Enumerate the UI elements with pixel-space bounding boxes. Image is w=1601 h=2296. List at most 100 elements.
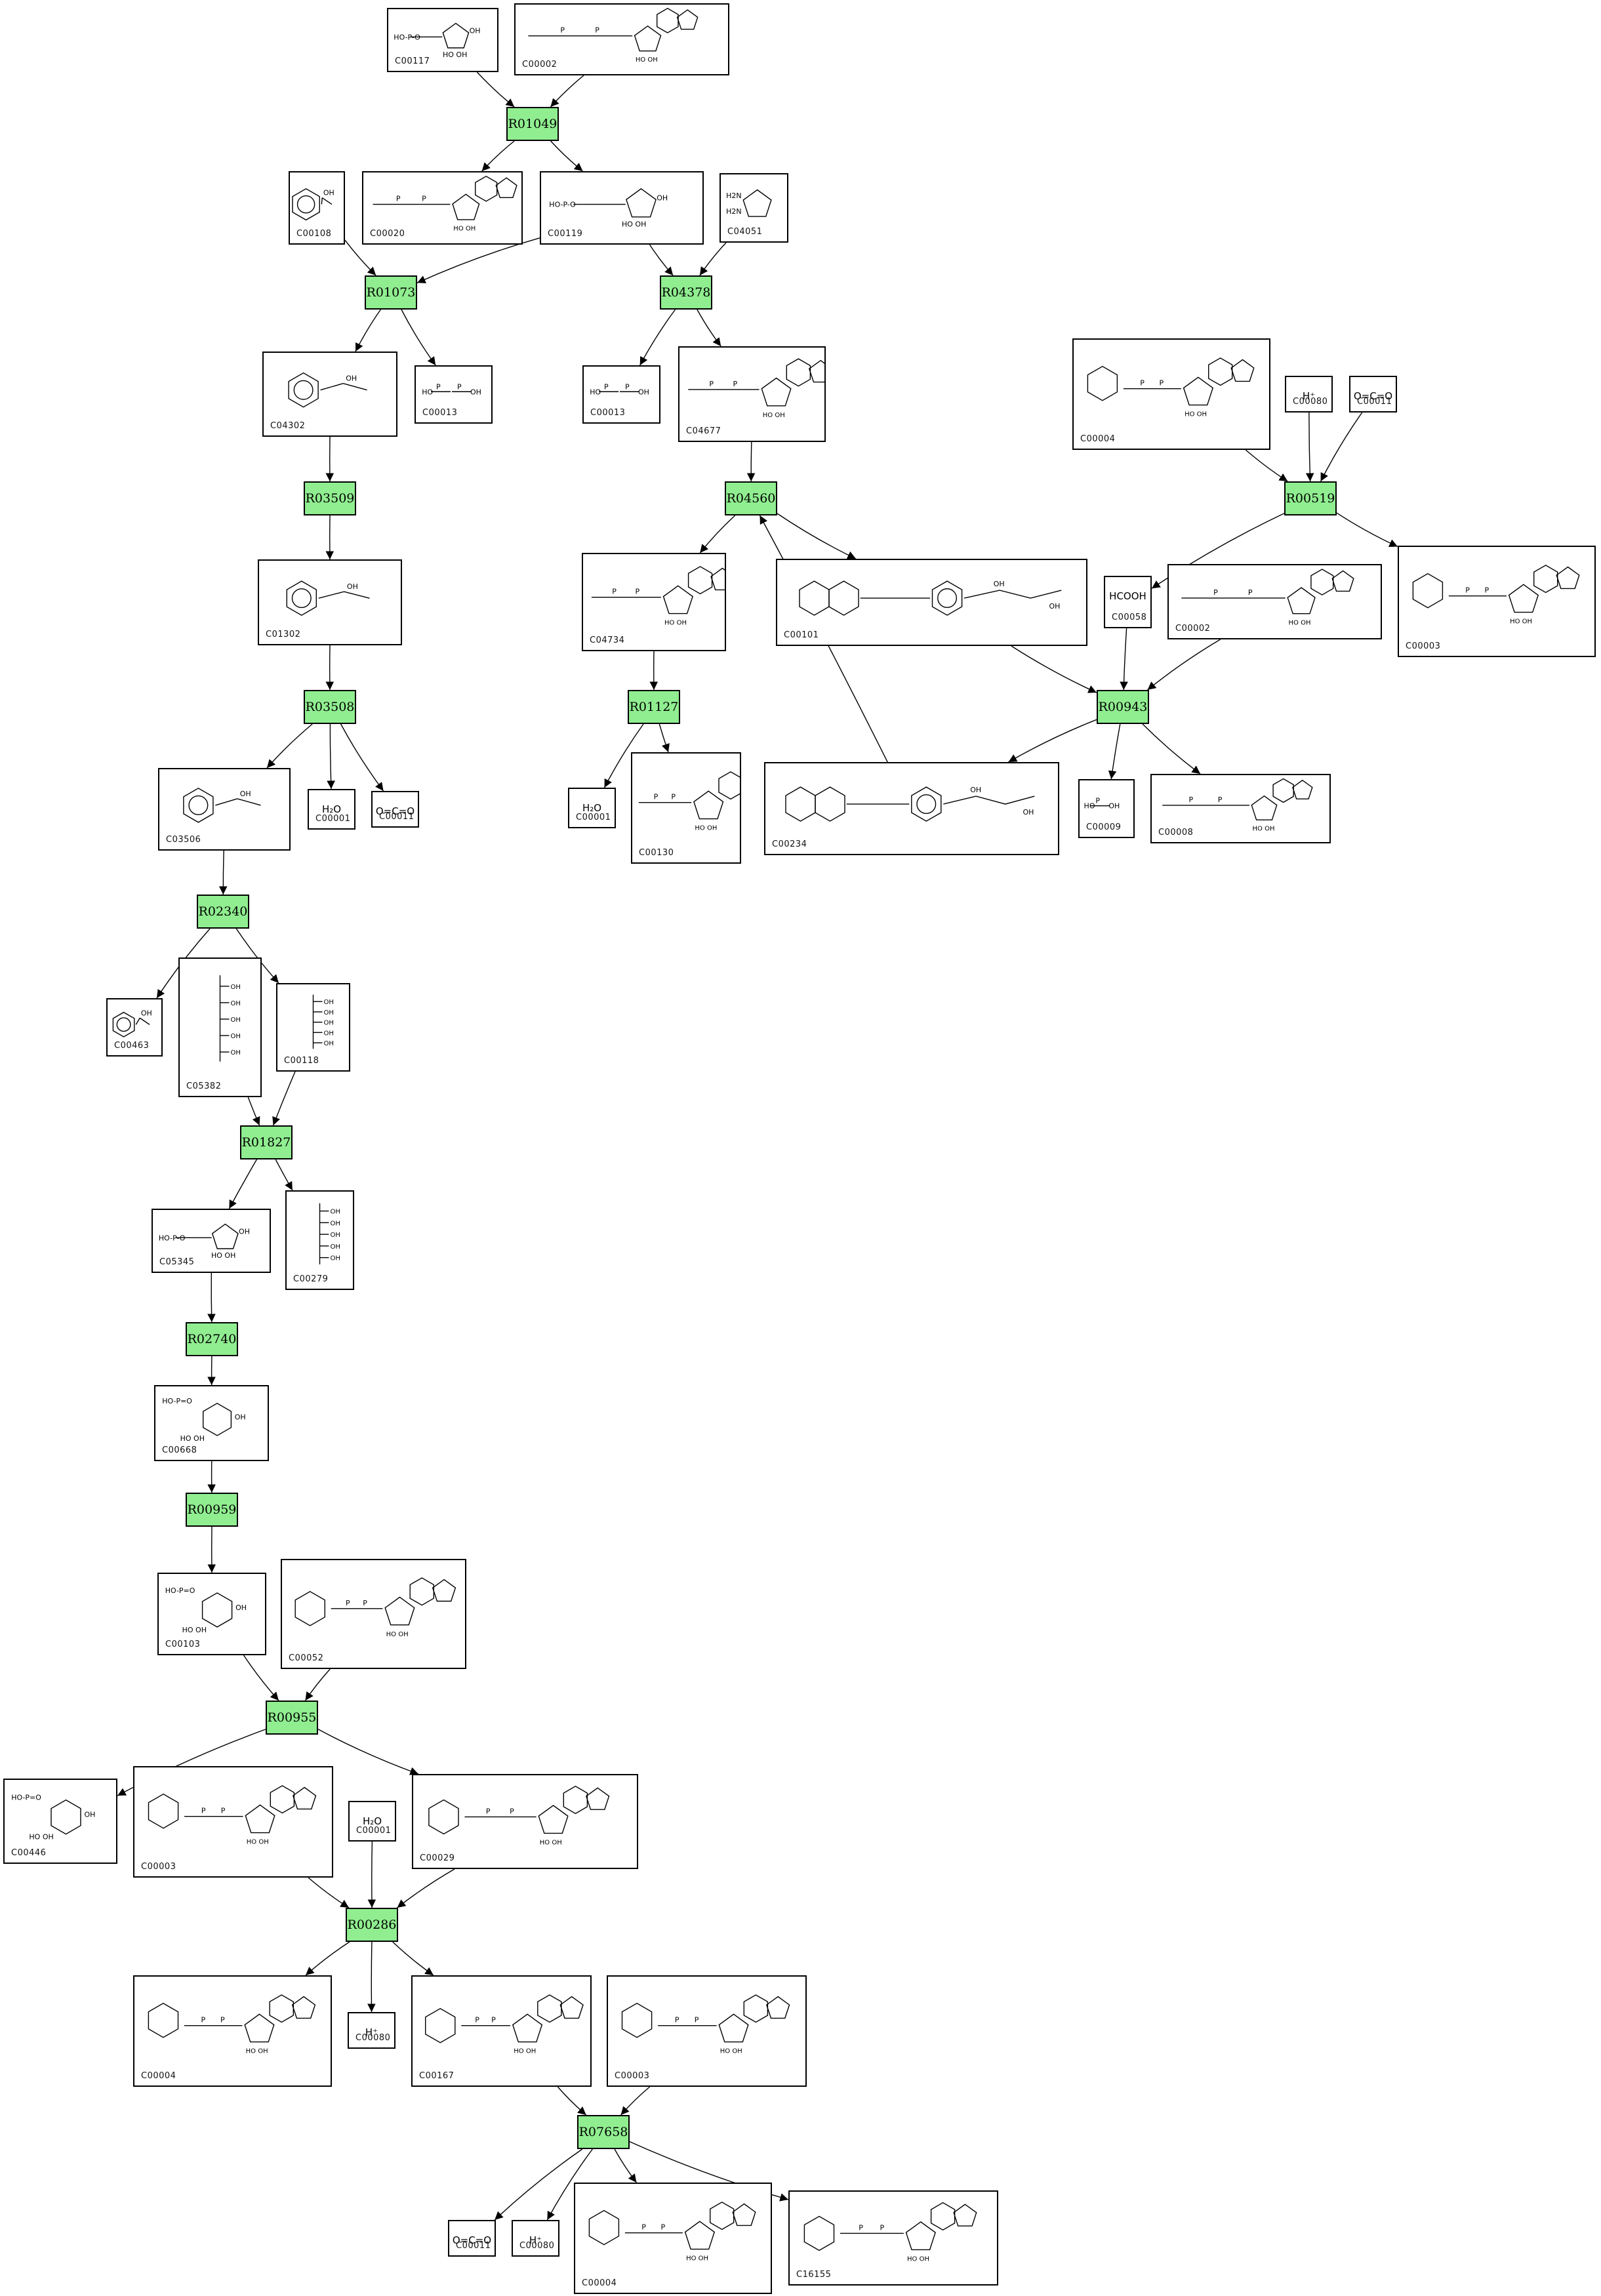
svg-text:P: P [1218, 796, 1223, 804]
reaction-R07658[interactable]: R07658 [577, 2115, 630, 2149]
compound-C00080[interactable]: H⁺C00080 [1285, 376, 1333, 413]
compound-id: C04302 [270, 421, 306, 431]
svg-text:P: P [625, 382, 630, 391]
compound-formula: H⁺ [1302, 390, 1316, 402]
svg-text:P: P [859, 2223, 863, 2232]
svg-text:OH: OH [470, 388, 481, 396]
svg-text:P: P [457, 382, 462, 391]
compound-id: C00463 [114, 1041, 150, 1051]
reaction-R02340[interactable]: R02340 [197, 895, 249, 929]
svg-text:OH: OH [331, 1232, 340, 1239]
reaction-R00955[interactable]: R00955 [266, 1701, 318, 1735]
svg-text:OH: OH [1049, 602, 1060, 611]
svg-text:P: P [201, 1807, 206, 1815]
reaction-R01127[interactable]: R01127 [628, 690, 680, 724]
reaction-R00519[interactable]: R00519 [1284, 481, 1337, 515]
svg-text:P: P [612, 588, 617, 596]
edge-c10-r5 [746, 441, 756, 482]
svg-text:P: P [675, 2016, 679, 2024]
reaction-R01073[interactable]: R01073 [365, 275, 417, 310]
compound-C00080[interactable]: H⁺C00080 [348, 2012, 395, 2049]
compound-id: C00080 [1293, 397, 1328, 407]
svg-text:HO OH: HO OH [636, 56, 658, 64]
compound-id: C00108 [296, 229, 332, 239]
edge-r16-c45 [546, 2148, 593, 2221]
svg-text:P: P [560, 26, 565, 35]
reaction-R00286[interactable]: R00286 [346, 1908, 398, 1942]
compound-C00080[interactable]: H⁺C00080 [512, 2220, 559, 2257]
reaction-R03509[interactable]: R03509 [304, 481, 356, 515]
compound-id: C00668 [162, 1445, 197, 1455]
svg-text:OH: OH [231, 1017, 241, 1024]
svg-text:HO OH: HO OH [247, 1839, 269, 1846]
compound-id: C00003 [615, 2071, 650, 2081]
reaction-R00959[interactable]: R00959 [186, 1493, 238, 1527]
svg-text:HO OH: HO OH [695, 825, 717, 832]
reaction-R02740[interactable]: R02740 [186, 1322, 238, 1356]
compound-id: C00013 [422, 408, 458, 418]
reaction-R00943[interactable]: R00943 [1097, 690, 1149, 724]
svg-text:HO: HO [590, 388, 601, 396]
svg-text:P: P [201, 2016, 205, 2024]
svg-text:OH: OH [994, 580, 1005, 588]
reaction-R04378[interactable]: R04378 [660, 275, 712, 310]
reaction-R01827[interactable]: R01827 [240, 1125, 293, 1159]
compound-id: C00008 [1158, 828, 1194, 837]
svg-text:P: P [1160, 379, 1164, 388]
reaction-R01049[interactable]: R01049 [506, 107, 559, 141]
svg-text:P: P [604, 382, 609, 391]
edge-r11-c31 [228, 1159, 258, 1209]
reaction-R04560[interactable]: R04560 [725, 481, 777, 515]
edge-c39-r15 [397, 1868, 455, 1908]
reaction-R03508[interactable]: R03508 [304, 690, 356, 724]
structure-drawing: OH OH [799, 580, 1062, 616]
